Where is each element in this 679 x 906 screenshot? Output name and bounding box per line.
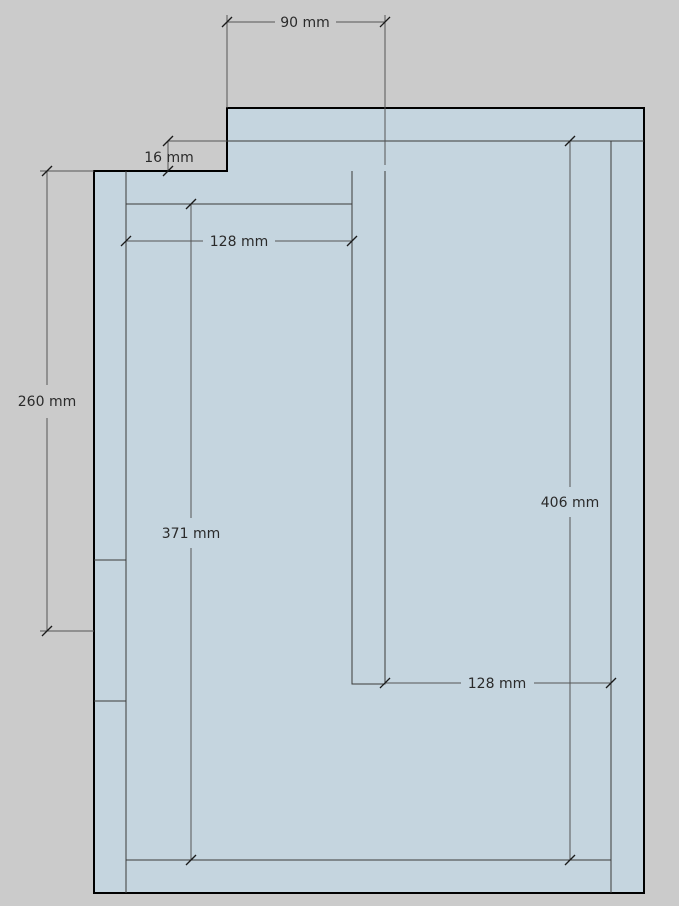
panel-body	[93, 107, 645, 894]
dim-label-260mm: 260 mm	[18, 394, 76, 410]
dim-label-90mm: 90 mm	[280, 15, 330, 31]
dim-label-16mm: 16 mm	[144, 150, 194, 166]
dim-label-128mm-top: 128 mm	[210, 234, 268, 250]
dimension-ticks	[41, 16, 617, 866]
dimension-lines	[40, 15, 611, 860]
dim-label-406mm: 406 mm	[541, 495, 599, 511]
panel-edges	[94, 140, 644, 893]
dim-label-371mm: 371 mm	[162, 526, 220, 542]
dim-label-128mm-bottom: 128 mm	[468, 676, 526, 692]
